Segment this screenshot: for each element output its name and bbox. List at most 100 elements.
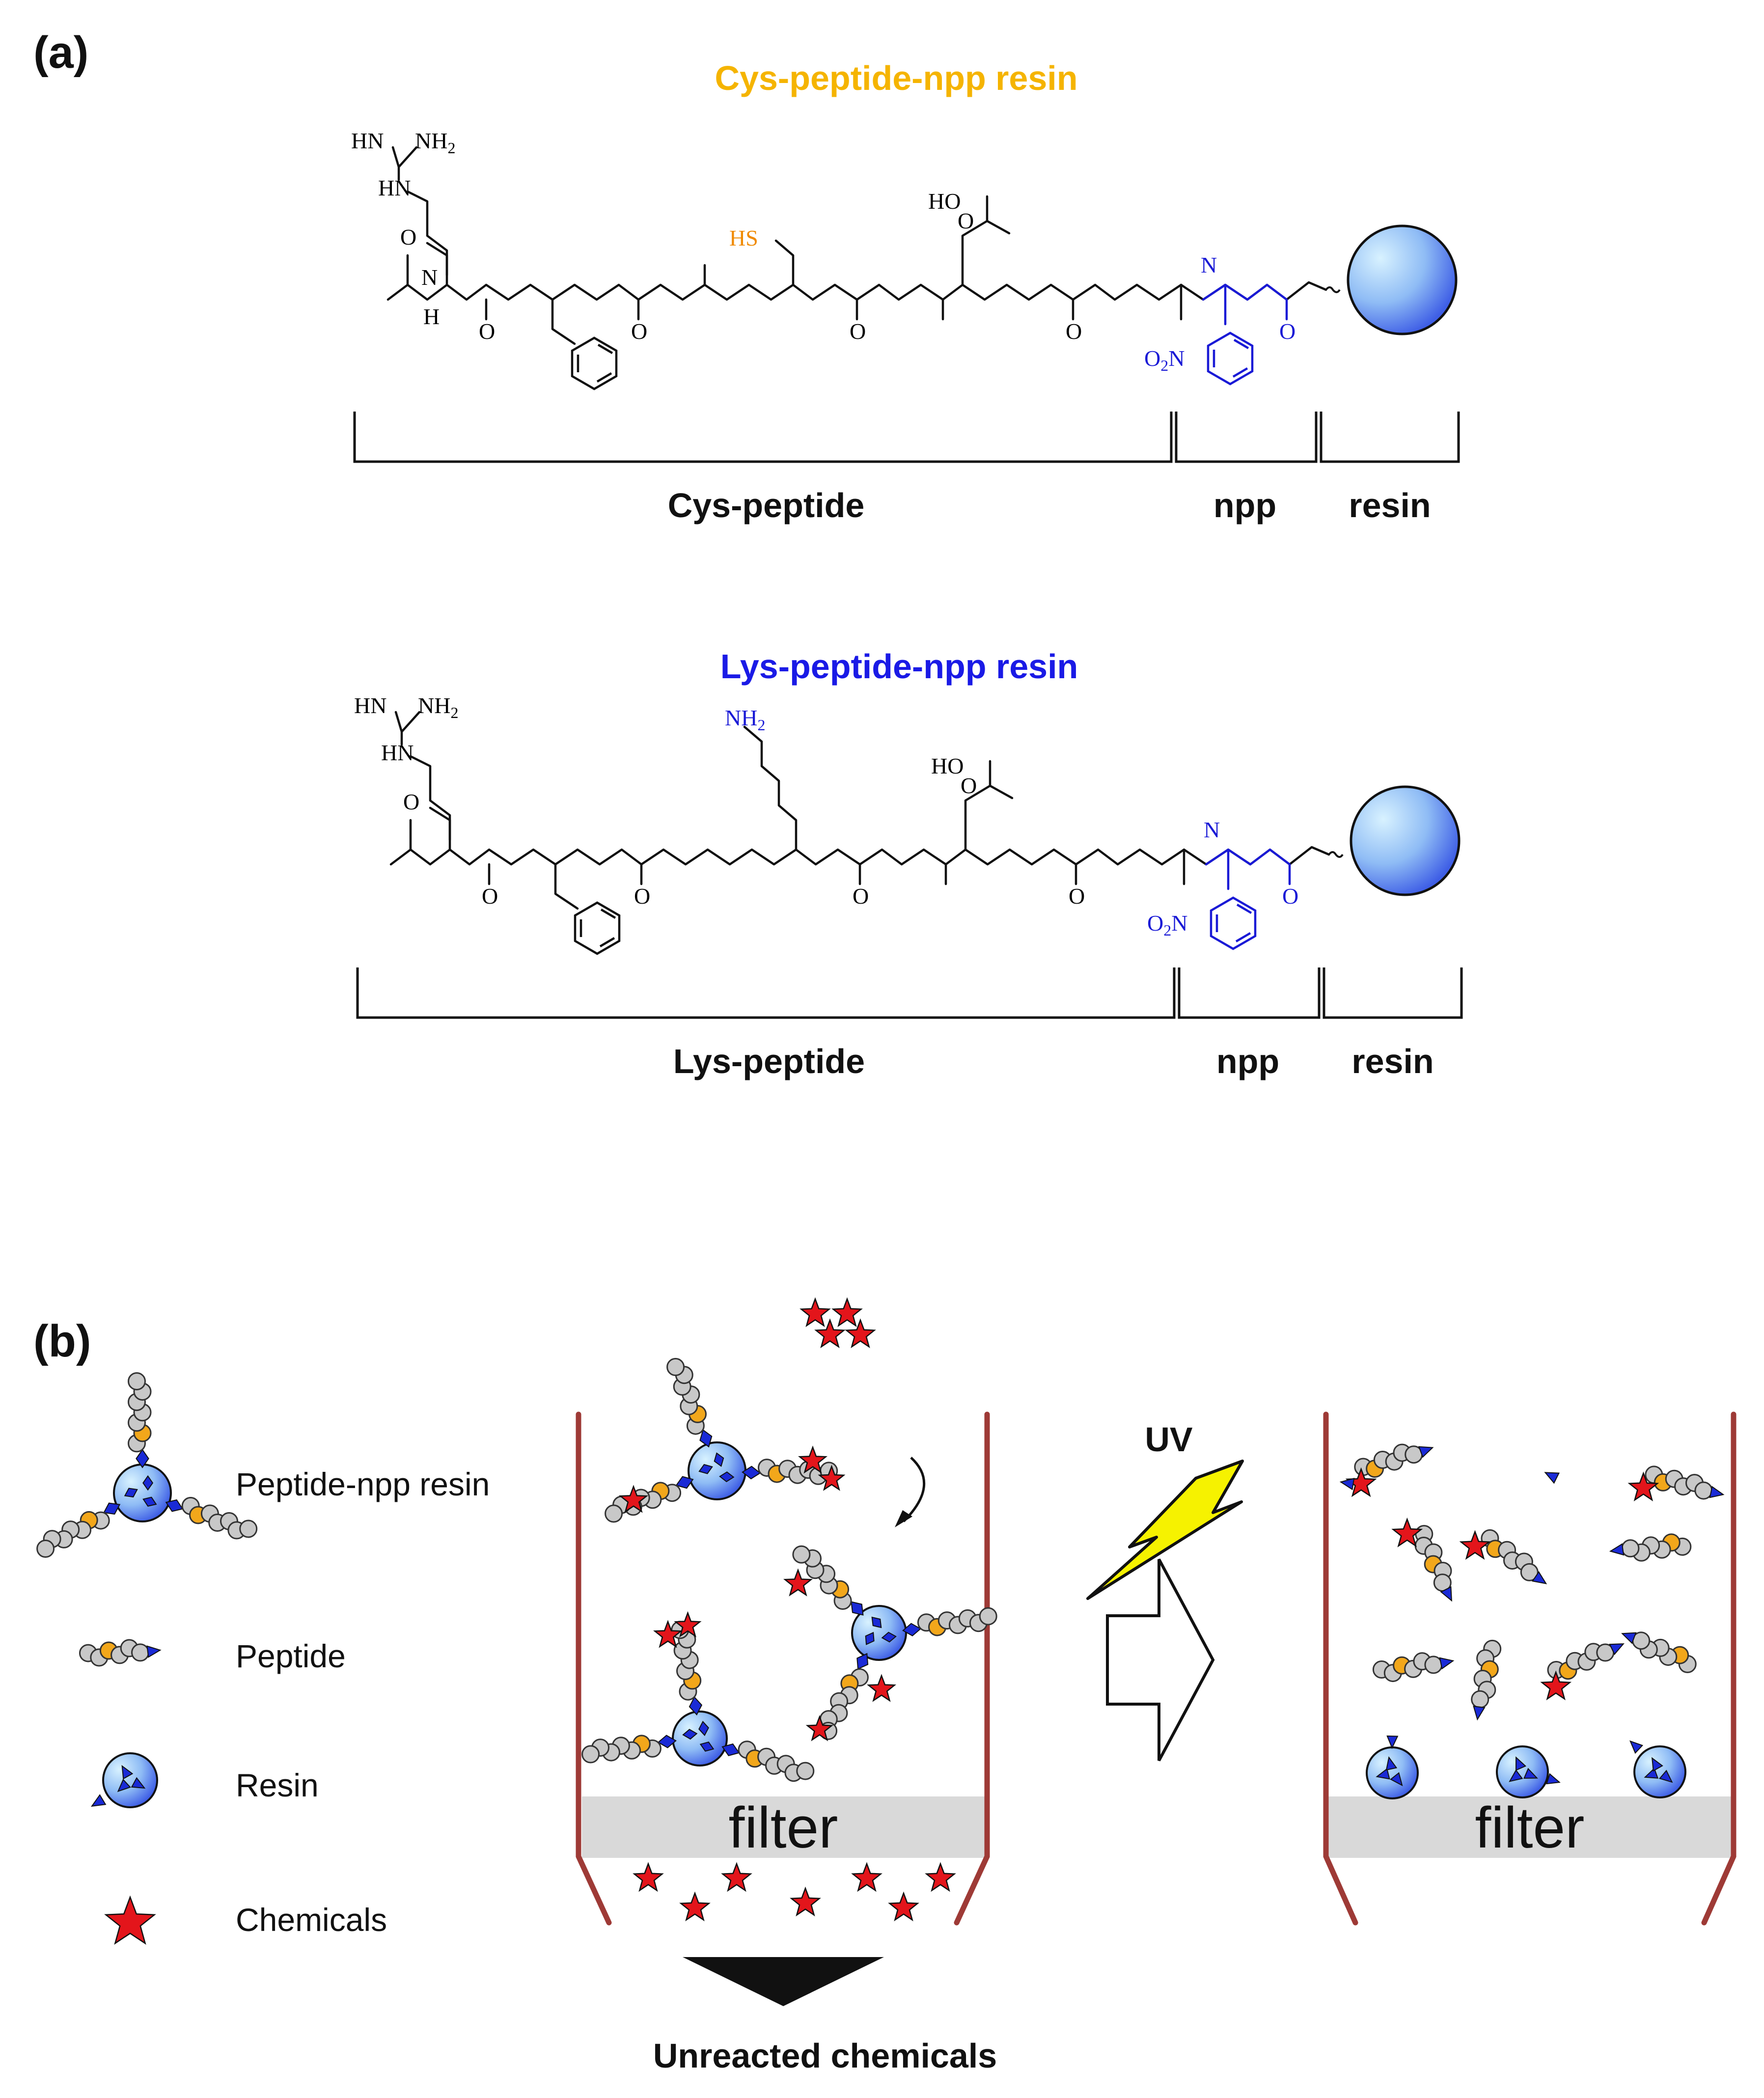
linker-diamond — [851, 1601, 864, 1616]
linker-diamond — [124, 1488, 138, 1498]
linker-triangle — [1709, 1486, 1725, 1498]
segment-cys-peptide: Cys-peptide — [668, 486, 865, 524]
carbonyl-label-b3: O — [634, 883, 650, 909]
linker-diamond — [856, 1653, 869, 1670]
peptide-bead — [1621, 1539, 1640, 1558]
resin-bead — [102, 1752, 158, 1808]
linker-diamond — [742, 1465, 761, 1480]
linker-diamond — [719, 1471, 735, 1483]
peptide-bead — [1520, 1563, 1539, 1581]
filter-label-left: filter — [729, 1795, 838, 1860]
resin-bead — [1366, 1746, 1419, 1799]
lightning-bolt-icon — [1086, 1460, 1244, 1600]
segment-resin-top: resin — [1349, 486, 1431, 524]
npp-nh: N — [1201, 252, 1217, 277]
linker-diamond — [699, 1429, 713, 1448]
guanidine-nh-2: HN — [381, 740, 413, 765]
resin-bead-bottom — [1350, 785, 1461, 896]
linker-diamond — [902, 1623, 922, 1637]
nitrophenyl-ring-icon — [1208, 333, 1252, 384]
column-after-uv: filter — [1323, 1411, 1736, 1926]
linker-triangle — [1651, 1757, 1663, 1772]
output-label: Unreacted chemicals — [653, 2037, 997, 2075]
acid-label: HO — [928, 189, 961, 214]
chemical-star-icon — [814, 1318, 846, 1349]
linker-triangle — [121, 1765, 134, 1780]
phenyl-ring-icon-2 — [575, 903, 619, 954]
peptide-bead — [1471, 1690, 1489, 1709]
peptide-bead — [128, 1372, 146, 1391]
chemical-star-icon — [619, 1485, 648, 1513]
nitro-label-2: O2N — [1147, 911, 1187, 939]
guanidine-imine-2: HN — [354, 693, 386, 718]
peptide-bead — [239, 1519, 258, 1538]
filter-right — [1328, 1796, 1731, 1858]
nitro-label: O2N — [1144, 346, 1185, 374]
linker-diamond — [675, 1476, 694, 1489]
linker-triangle — [1440, 1586, 1453, 1602]
peptide-bead — [979, 1607, 997, 1626]
chemical-star-icon — [1459, 1530, 1491, 1560]
linker-diamond — [657, 1735, 677, 1748]
filter-left — [582, 1796, 985, 1858]
linker-triangle — [1621, 1632, 1637, 1644]
linker-triangle — [1376, 1768, 1390, 1780]
linker-diamond — [165, 1499, 184, 1512]
legend-label-peptide: Peptide — [236, 1638, 346, 1674]
linker-diamond — [689, 1696, 703, 1716]
chemical-star-icon — [888, 1891, 919, 1922]
npp-nh-2: N — [1204, 817, 1220, 842]
process-arrow-icon — [1106, 1558, 1215, 1762]
linker-diamond — [698, 1463, 713, 1474]
bracket-resin — [1320, 412, 1460, 463]
legend: Peptide-npp resin Peptide Resin Chemical… — [36, 1372, 490, 1945]
segment-npp-top: npp — [1213, 486, 1276, 524]
carbonyl-label-b4: O — [853, 883, 869, 909]
chemical-star-icon — [831, 1297, 863, 1327]
column-wall-right — [1323, 1411, 1736, 1926]
column-contents-right — [1339, 1443, 1725, 1799]
chemical-star-icon — [653, 1620, 683, 1648]
linker-diamond — [714, 1452, 724, 1467]
linker-diamond — [881, 1631, 897, 1643]
carbonyl-label-4: O — [850, 319, 866, 344]
linker-triangle — [1386, 1735, 1399, 1749]
legend-label-peptide-npp-resin: Peptide-npp resin — [236, 1466, 490, 1502]
resin-bead-top — [1347, 224, 1458, 335]
bracket-npp — [1175, 412, 1318, 463]
guanidine-bonds — [391, 146, 448, 276]
linker-triangle — [1544, 1472, 1560, 1484]
linker-diamond — [698, 1720, 709, 1737]
linker-triangle — [1532, 1571, 1547, 1584]
chemical-star-icon — [674, 1611, 702, 1638]
peptide-bead — [605, 1504, 623, 1523]
chemical-star-icon — [818, 1464, 846, 1491]
lys-backbone — [389, 819, 1330, 866]
resin-bead — [1633, 1745, 1686, 1798]
guanidine-imine: HN — [351, 128, 384, 153]
linker-triangle — [1658, 1769, 1673, 1783]
linker-diamond — [682, 1729, 698, 1740]
peptide-bead — [666, 1358, 685, 1376]
lys-structure: Lys-peptide-npp resin HN NH2 HN O O O O … — [354, 647, 1463, 1080]
carbonyl-label-3: O — [631, 319, 647, 344]
resin-icon — [90, 1752, 158, 1808]
chemical-star-icon — [104, 1895, 156, 1945]
chemical-star-icon — [679, 1891, 711, 1922]
nh-label-1: N — [421, 265, 438, 290]
linker-diamond — [699, 1741, 715, 1752]
panel-b-label: (b) — [33, 1316, 91, 1366]
bracket-lys-peptide — [356, 967, 1176, 1019]
segment-npp-bottom: npp — [1216, 1042, 1279, 1080]
chemical-star-icon — [1627, 1471, 1659, 1502]
chemical-star-icon — [790, 1886, 821, 1917]
carbonyl-label-b5: O — [1069, 883, 1085, 909]
guanidine-amine: NH2 — [415, 128, 455, 157]
linker-triangle — [1629, 1740, 1644, 1754]
linker-diamond — [142, 1475, 154, 1491]
column-wall-left — [576, 1411, 990, 1926]
linker-triangle — [1546, 1773, 1561, 1785]
peptide-bead — [796, 1762, 815, 1780]
chemical-star-icon — [1540, 1670, 1572, 1701]
